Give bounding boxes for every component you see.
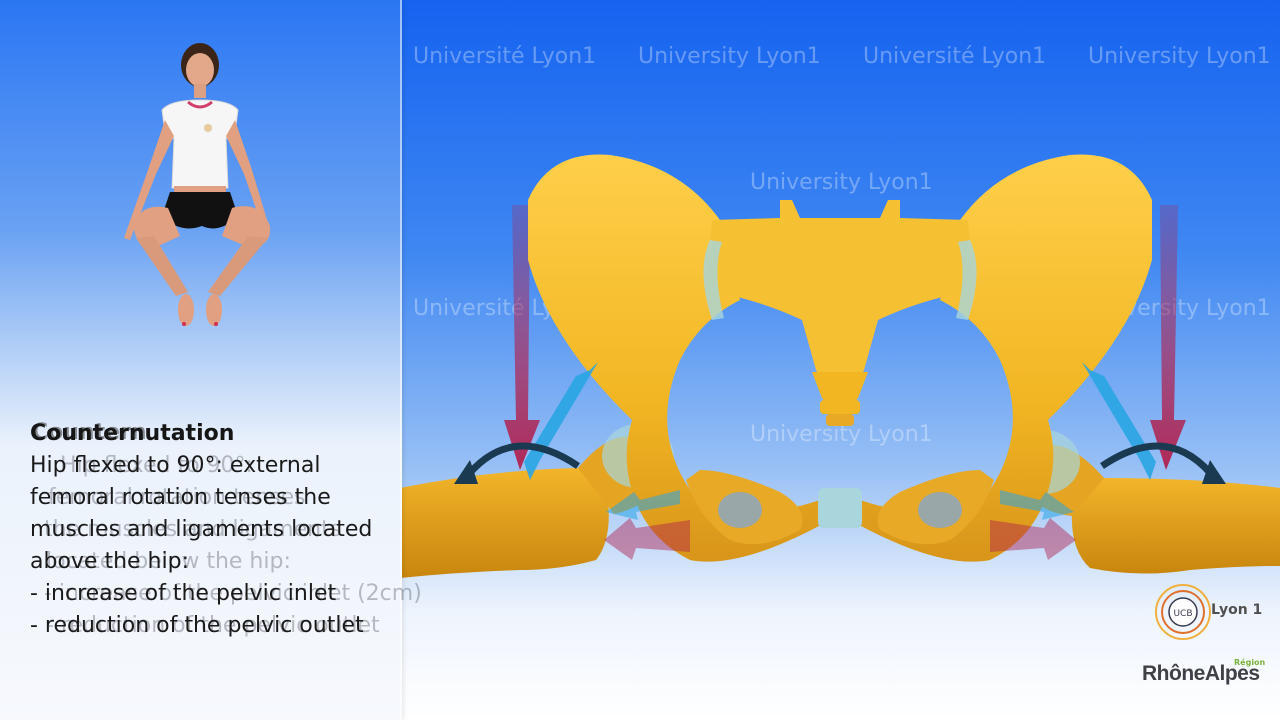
caption-ghost-line: - reduction of the pelvic outlet	[46, 613, 380, 638]
muscle-arrow-lower-left	[604, 518, 690, 560]
caption-line: - reduction of the pelvic outlet	[30, 613, 364, 638]
caption-line: - increase of the pelvic inlet	[30, 581, 337, 606]
caption-ghost-line: - increase of the pelvic inlet (2cm)	[44, 581, 422, 606]
anatomy-viewport: Université Lyon1 University Lyon1 Univer…	[400, 0, 1280, 720]
watermark: University Lyon1	[1088, 44, 1271, 69]
rotation-arrow-right	[1100, 442, 1226, 484]
watermark: University Lyon1	[750, 422, 933, 447]
caption-ghost-line: located below the hip:	[46, 549, 291, 574]
info-panel: Countern Counternutation Hip flexed to 9…	[0, 0, 422, 720]
caption-ghost-line: Hip flexed to 90°:	[60, 453, 253, 478]
muscle-arrow-right	[1150, 205, 1186, 470]
caption-line: femoral rotation tenses the	[30, 485, 331, 510]
ligament-arrow-lower-left	[606, 490, 680, 520]
watermark: Université Lyon1	[413, 44, 597, 69]
region-name: RhôneAlpes	[1142, 662, 1260, 685]
caption-line: above the hip:	[30, 549, 189, 574]
caption-ghost-line: the muscles and ligaments	[44, 517, 342, 542]
watermark: University Lyon1	[638, 44, 821, 69]
caption-line: muscles and ligaments located	[30, 517, 373, 542]
ligament-arrow-lower-right	[1000, 490, 1074, 520]
seated-woman-figure	[124, 43, 271, 326]
university-mark: UCB	[1173, 609, 1192, 619]
university-lyon1-logo: UCB Lyon 1	[1155, 580, 1275, 646]
university-seal-icon: UCB	[1155, 584, 1211, 640]
caption-ghost-line: femoral rotation tenses	[48, 485, 306, 510]
caption-ghost-title: Countern	[32, 420, 147, 445]
university-label: Lyon 1	[1211, 602, 1263, 618]
region-tag: Région	[1234, 658, 1266, 667]
rhonealpes-logo: Région RhôneAlpes	[1142, 658, 1265, 686]
pelvis-illustration	[400, 154, 1280, 578]
pelvis-bone	[528, 154, 1152, 562]
watermark: Université Lyon1	[863, 44, 1047, 69]
caption-line: Hip flexed to 90°: external	[30, 453, 321, 478]
ligament-arrow-upper-right	[1082, 362, 1156, 480]
muscle-arrow-left	[504, 205, 540, 470]
caption-title: Counternutation	[30, 421, 235, 446]
muscle-arrow-lower-right	[990, 518, 1076, 560]
rotation-arrow-left	[454, 442, 580, 484]
watermark: University Lyon1	[750, 170, 933, 195]
